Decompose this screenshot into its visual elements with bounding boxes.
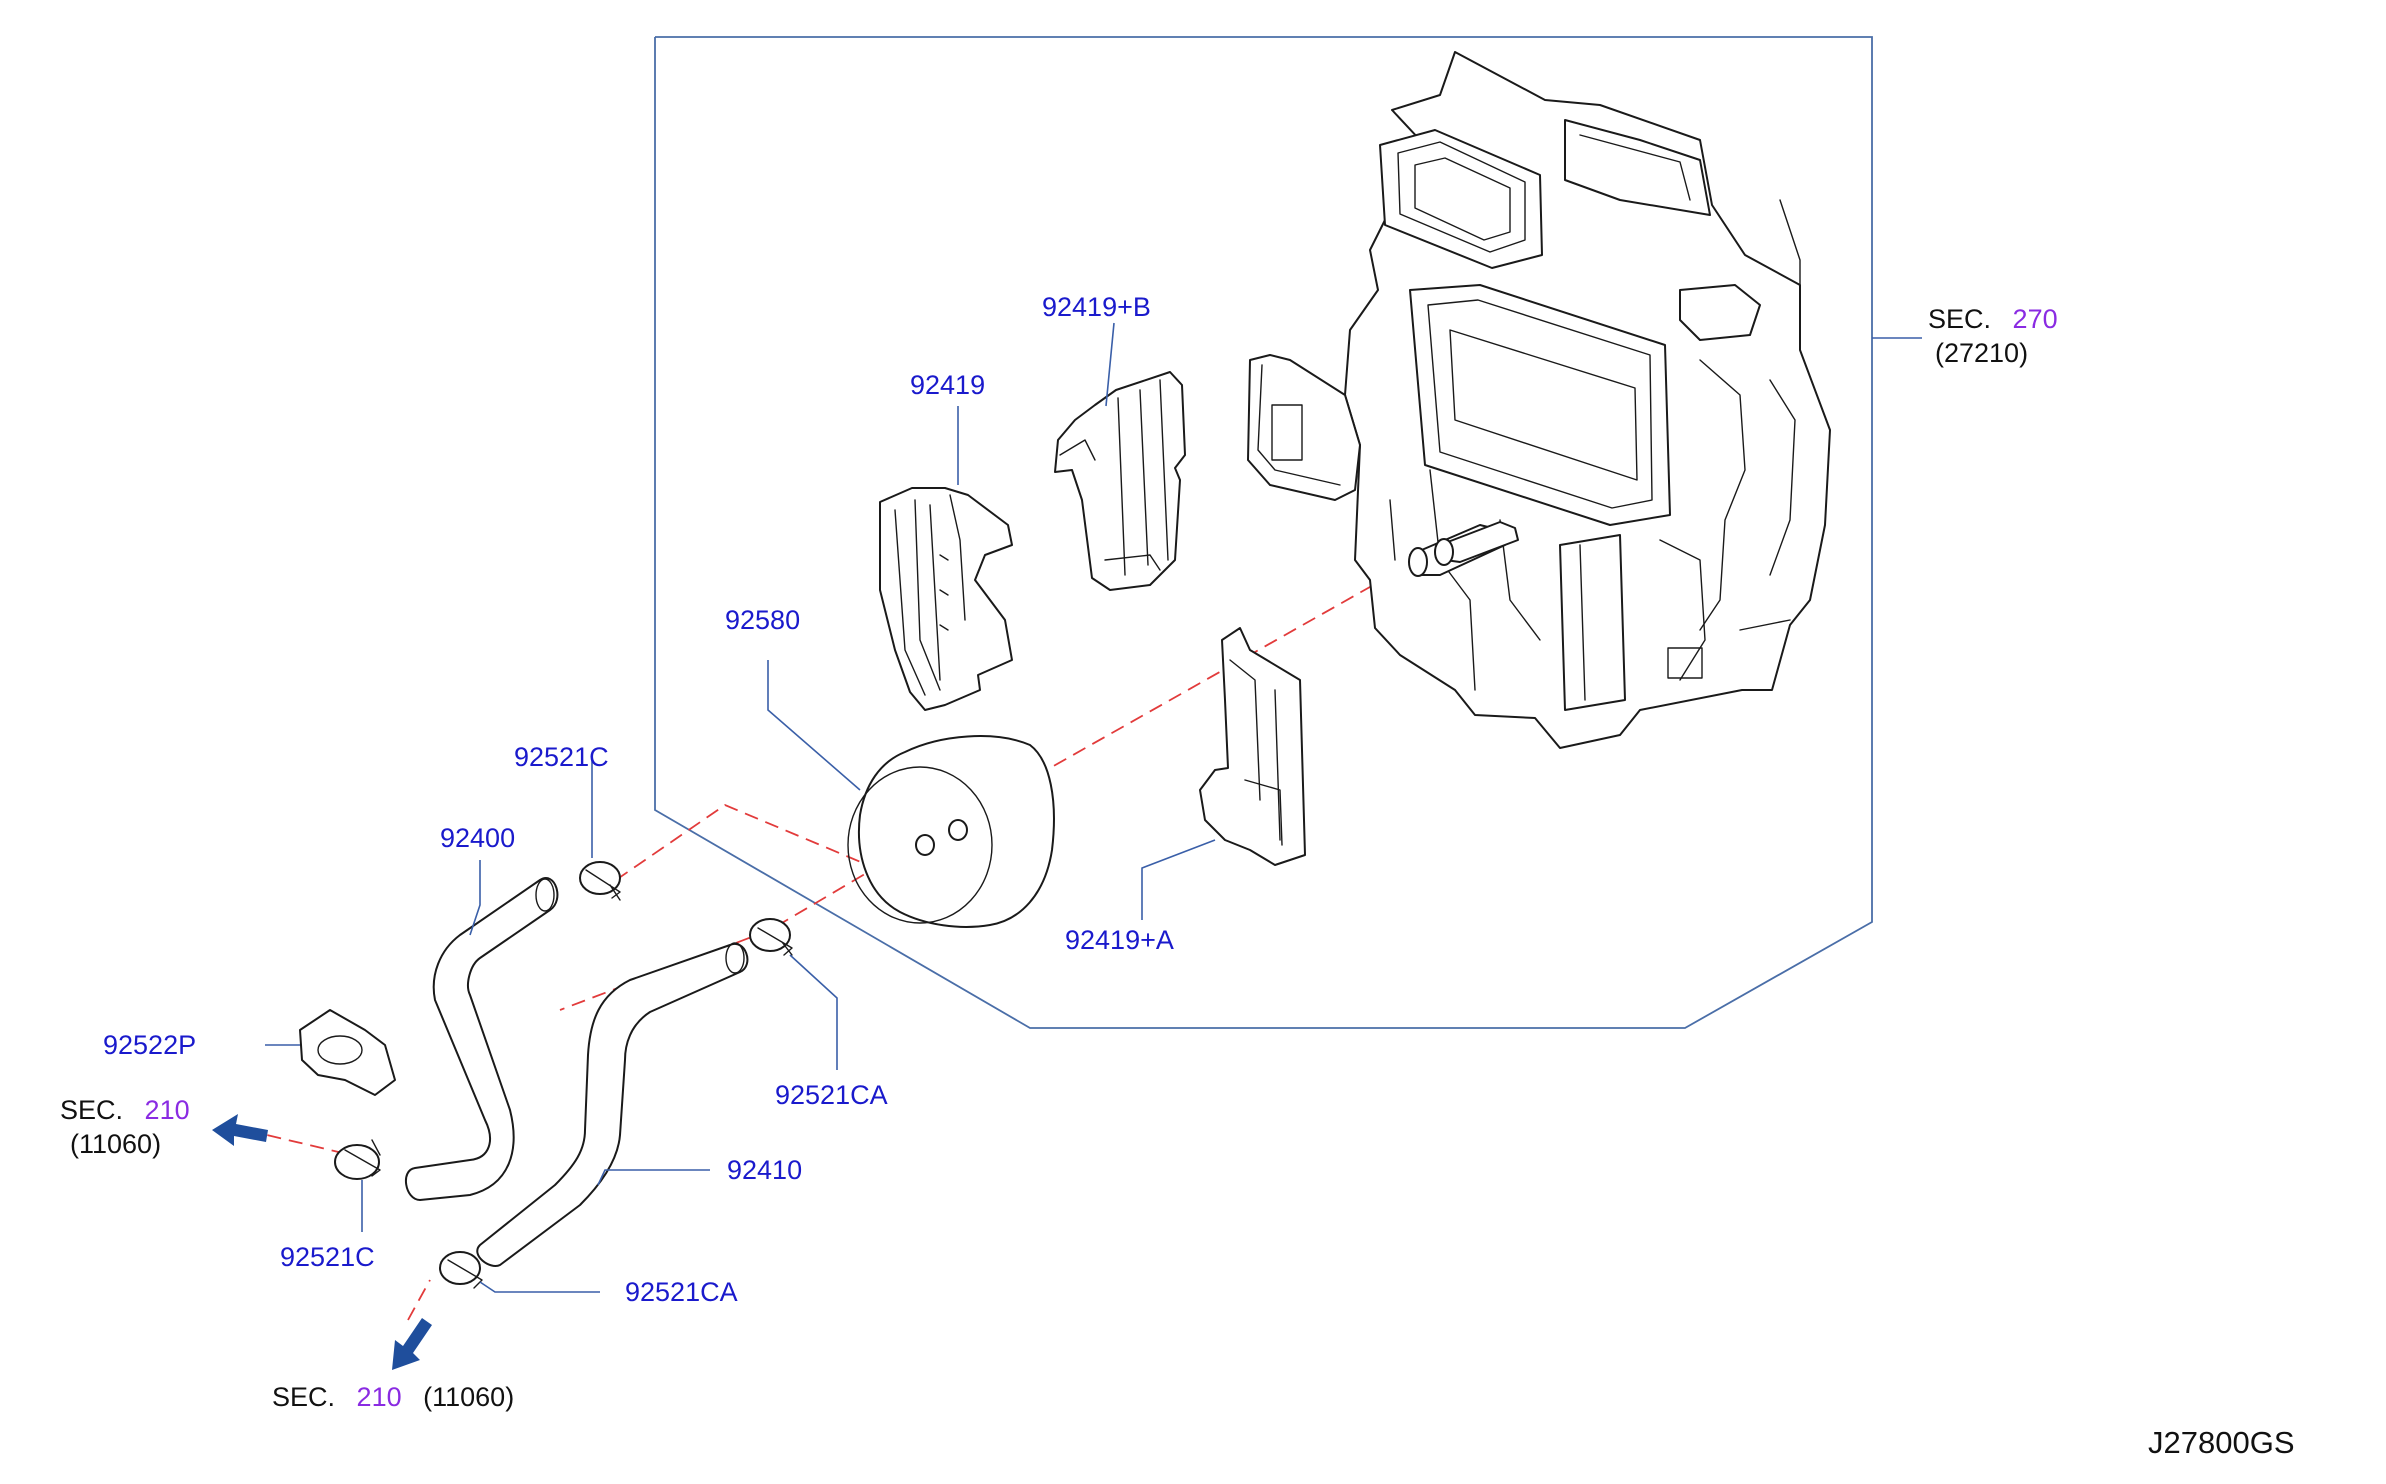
part-label-92400[interactable]: 92400 [440,823,516,853]
diagram-code: J27800GS [2148,1425,2295,1460]
clamp-92521ca-mid [749,918,793,956]
part-label-92580[interactable]: 92580 [725,605,801,635]
sec210-bottom-label: SEC. [272,1382,336,1412]
part-label-92522p[interactable]: 92522P [103,1030,197,1060]
section-ref-210-left[interactable]: SEC. 210 [60,1095,190,1125]
part-92522p [299,1009,396,1096]
part-label-92521c-bottom[interactable]: 92521C [280,1242,375,1272]
part-92419-plus-a [1199,627,1306,866]
clamp-92521ca-bottom [439,1251,483,1289]
section-ref-210-bottom[interactable]: SEC. 210 (11060) [272,1382,514,1412]
part-label-92419-plus-a[interactable]: 92419+A [1065,925,1174,955]
arrow-to-sec210-left [212,1114,268,1146]
clamp-92521c-top [579,861,621,901]
heater-unit-housing [1247,51,1831,749]
part-label-92419-plus-b[interactable]: 92419+B [1042,292,1151,322]
part-label-92521ca-bottom[interactable]: 92521CA [625,1277,738,1307]
sec270-label: SEC. [1928,304,1992,334]
assembly-boundary [654,36,1873,1029]
sec210-left-label: SEC. [60,1095,124,1125]
part-label-92521ca-mid[interactable]: 92521CA [775,1080,888,1110]
part-label-92419[interactable]: 92419 [910,370,986,400]
part-92400 [405,877,559,1201]
sec210-bottom-number: 210 [356,1382,402,1412]
sec210-left-sub: (11060) [70,1129,162,1159]
part-92580 [847,735,1055,928]
part-92419 [879,487,1013,711]
sec210-left-number: 210 [144,1095,190,1125]
arrow-to-sec210-bottom [392,1318,432,1370]
sec270-number: 270 [2012,304,2058,334]
sec270-sub: (27210) [1935,338,2029,368]
part-label-92521c-top[interactable]: 92521C [514,742,609,772]
part-92410 [476,942,749,1267]
part-label-92410[interactable]: 92410 [727,1155,803,1185]
callout-lines [265,322,1922,1293]
section-ref-270[interactable]: SEC. 270 [1928,304,2058,334]
sec210-bottom-sub: (11060) [423,1382,515,1412]
part-92419-plus-b [1054,371,1186,591]
clamp-92521c-bottom [334,1139,381,1180]
